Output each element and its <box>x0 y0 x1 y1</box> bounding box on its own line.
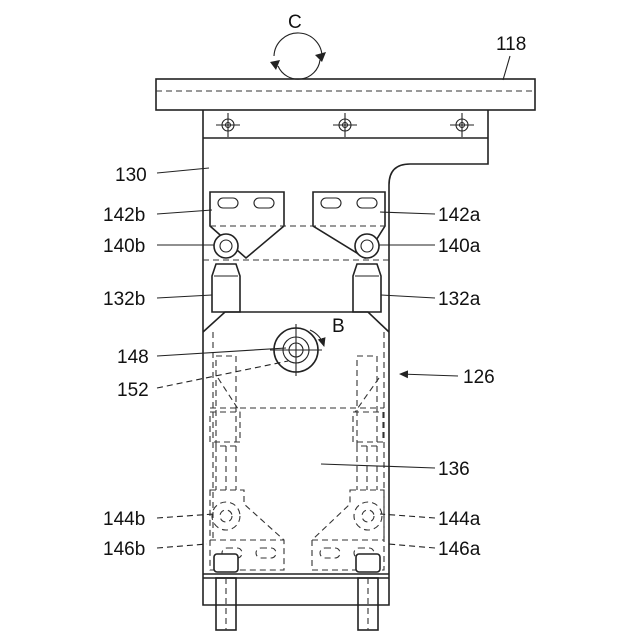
label-140b: 140b <box>103 236 145 257</box>
label-b: B <box>332 316 345 337</box>
label-c: C <box>288 12 302 33</box>
pivot-140b <box>214 234 238 258</box>
label-140a: 140a <box>438 236 481 257</box>
rotation-arrow-c <box>270 33 326 79</box>
foot-right <box>356 554 380 630</box>
bolt-right <box>450 113 474 137</box>
pivot-140a <box>355 234 379 258</box>
label-146a: 146a <box>438 539 481 560</box>
label-136: 136 <box>438 459 470 480</box>
label-144a: 144a <box>438 509 481 530</box>
bolt-middle <box>333 113 357 137</box>
frame-130 <box>203 110 488 605</box>
hidden-cylinder-left <box>210 356 240 490</box>
label-132b: 132b <box>103 289 145 310</box>
label-118: 118 <box>496 34 526 55</box>
label-144b: 144b <box>103 509 145 530</box>
cylinder-132a <box>353 264 381 312</box>
label-142b: 142b <box>103 205 145 226</box>
label-132a: 132a <box>438 289 481 310</box>
foot-left <box>214 554 238 630</box>
cylinder-132b <box>212 264 240 312</box>
label-142a: 142a <box>438 205 481 226</box>
hidden-cylinder-right <box>353 356 383 490</box>
bolt-left <box>216 113 240 137</box>
label-152: 152 <box>117 380 149 401</box>
label-130: 130 <box>115 165 147 186</box>
top-plate-118 <box>156 79 535 110</box>
label-146b: 146b <box>103 539 145 560</box>
label-148: 148 <box>117 347 149 368</box>
label-126: 126 <box>463 367 495 388</box>
